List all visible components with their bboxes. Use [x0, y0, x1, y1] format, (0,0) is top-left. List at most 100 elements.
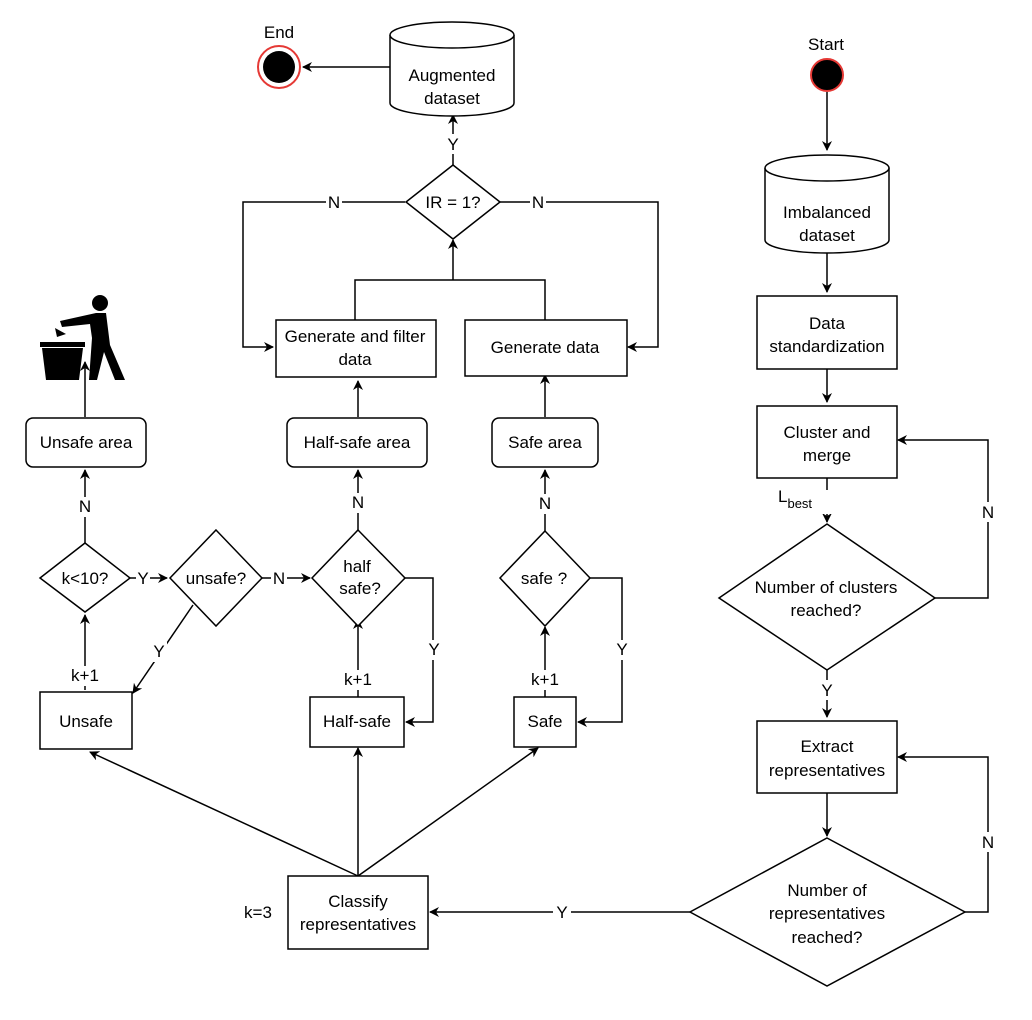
edge-classify-to-unsafe [89, 751, 359, 877]
dataset-imbalanced-line2: dataset [799, 226, 855, 245]
dataset-imbalanced-top [764, 154, 890, 182]
process-classify-representatives: Classify representatives [287, 875, 429, 950]
process-safe-area-box [491, 417, 599, 468]
process-half-safe-label: Half-safe [323, 712, 391, 731]
process-generate-filter-line1: Generate and filter [285, 327, 426, 346]
decision-half-safe-q-line1: half [343, 557, 371, 576]
dataset-augmented-line2: dataset [424, 89, 480, 108]
decision-k-lt-10: k<10? [38, 542, 132, 613]
process-cluster-merge: Cluster and merge [756, 405, 898, 479]
decision-num-representatives-line2: representatives [769, 904, 885, 923]
decision-ir-label: IR = 1? [425, 193, 480, 212]
dataset-imbalanced: Imbalanced dataset [764, 154, 890, 254]
process-generate-data-box [464, 319, 628, 377]
process-unsafe-area: Unsafe area [25, 417, 147, 468]
process-safe-area: Safe area [491, 417, 599, 468]
process-half-safe: Half-safe [309, 696, 405, 748]
end-node [263, 51, 295, 83]
edge-clusters-no-loop [897, 435, 989, 599]
dataset-augmented-body [389, 35, 515, 117]
trash-disposal-icon [40, 295, 125, 380]
dataset-augmented-line1: Augmented [409, 66, 496, 85]
start-node [810, 58, 844, 92]
process-data-standardization: Data standardization [756, 295, 898, 370]
process-half-safe-box [309, 696, 405, 748]
decision-half-safe-q-diamond [310, 528, 407, 628]
process-generate-filter-line2: data [338, 350, 372, 369]
process-data-standardization-line2: standardization [769, 337, 884, 356]
start-label: Start [808, 35, 844, 54]
dataset-augmented: Augmented dataset [389, 21, 515, 117]
representatives-no-label: N [982, 833, 994, 852]
ir-no-right-label: N [532, 193, 544, 212]
halfsafe-q-no-label: N [352, 493, 364, 512]
process-extract-representatives-box [756, 720, 898, 794]
ir-no-left-label: N [328, 193, 340, 212]
decision-k-lt-10-label: k<10? [62, 569, 109, 588]
decision-num-representatives: Number of representatives reached? [688, 837, 967, 987]
process-generate-data-label: Generate data [491, 338, 600, 357]
decision-half-safe-q: half safe? [310, 528, 407, 628]
process-unsafe-label: Unsafe [59, 712, 113, 731]
dataset-augmented-top [389, 21, 515, 49]
decision-safe-q-label: safe ? [521, 569, 567, 588]
process-cluster-merge-line1: Cluster and [784, 423, 871, 442]
dataset-imbalanced-body [764, 168, 890, 254]
decision-unsafe-q-diamond [168, 528, 264, 628]
k-decision-no-label: N [79, 497, 91, 516]
process-cluster-merge-line2: merge [803, 446, 851, 465]
decision-ir: IR = 1? [404, 164, 502, 240]
decision-unsafe-q-label: unsafe? [186, 569, 247, 588]
process-data-standardization-line1: Data [809, 314, 845, 333]
start-terminal: Start [808, 35, 844, 92]
process-safe-label: Safe [528, 712, 563, 731]
edge-generate-merge [354, 279, 546, 320]
safe-k-plus-1-label: k+1 [531, 670, 559, 689]
k-decision-yes-label: Y [137, 569, 148, 588]
process-half-safe-area-label: Half-safe area [304, 433, 411, 452]
process-safe-area-label: Safe area [508, 433, 582, 452]
process-unsafe-area-label: Unsafe area [40, 433, 133, 452]
process-safe-box [513, 696, 577, 748]
clusters-no-label: N [982, 503, 994, 522]
decision-k-lt-10-diamond [38, 542, 132, 613]
end-terminal: End [257, 23, 301, 89]
edge-classify-to-safe [357, 747, 539, 877]
safe-q-no-label: N [539, 494, 551, 513]
halfsafe-q-yes-label: Y [428, 640, 439, 659]
clusters-yes-label: Y [821, 681, 832, 700]
k-init-label: k=3 [244, 903, 272, 922]
edge-labels: Lbest N Y N Y k=3 k+1 k+1 k+1 N Y Y N N … [66, 134, 996, 922]
edge-ir-no-left [242, 201, 405, 352]
decision-safe-q: safe ? [498, 529, 592, 628]
decision-num-clusters: Number of clusters reached? [717, 523, 937, 671]
process-generate-filter: Generate and filter data [275, 319, 437, 378]
process-unsafe-box [39, 691, 133, 750]
decision-num-clusters-line1: Number of clusters [755, 578, 898, 597]
decision-safe-q-diamond [498, 529, 592, 628]
process-safe: Safe [513, 696, 577, 748]
ir-yes-label: Y [447, 135, 458, 154]
process-unsafe-area-box [25, 417, 147, 468]
process-classify-representatives-line2: representatives [300, 915, 416, 934]
representatives-yes-label: Y [556, 903, 567, 922]
dataset-imbalanced-line1: Imbalanced [783, 203, 871, 222]
process-classify-representatives-box [287, 875, 429, 950]
process-data-standardization-box [756, 295, 898, 370]
unsafe-k-plus-1-label: k+1 [71, 666, 99, 685]
decision-unsafe-q: unsafe? [168, 528, 264, 628]
l-best-label: Lbest [778, 487, 812, 511]
decision-half-safe-q-line2: safe? [339, 579, 381, 598]
process-half-safe-area-box [286, 417, 428, 468]
decision-num-representatives-line1: Number of [787, 881, 867, 900]
safe-q-yes-label: Y [616, 640, 627, 659]
process-cluster-merge-box [756, 405, 898, 479]
process-extract-representatives-line1: Extract [801, 737, 854, 756]
edge-ir-no-right [500, 201, 659, 352]
decision-num-representatives-diamond [688, 837, 967, 987]
halfsafe-k-plus-1-label: k+1 [344, 670, 372, 689]
process-generate-filter-box [275, 319, 437, 378]
decision-num-representatives-line3: reached? [792, 928, 863, 947]
process-extract-representatives: Extract representatives [756, 720, 898, 794]
